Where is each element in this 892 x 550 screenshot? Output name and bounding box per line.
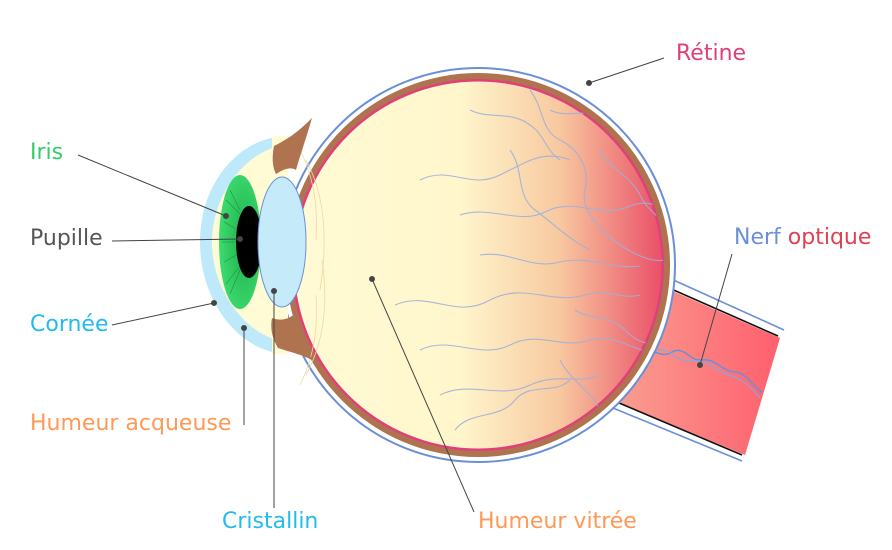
lens xyxy=(257,176,307,308)
label-cristallin: Cristallin xyxy=(222,509,319,534)
label-humeur-acqueuse: Humeur acqueuse xyxy=(30,411,232,436)
vitreous-body xyxy=(294,81,662,449)
label-iris: Iris xyxy=(30,140,64,165)
ciliary-body-bottom xyxy=(271,312,312,360)
label-pupille: Pupille xyxy=(30,226,103,251)
ciliary-zonules xyxy=(299,149,326,386)
label-optique: optique xyxy=(787,225,872,250)
leader-lines xyxy=(77,57,733,513)
pupil xyxy=(236,206,262,278)
label-humeur-vitree: Humeur vitrée xyxy=(478,509,637,534)
label-cornee: Cornée xyxy=(30,312,109,337)
label-nerf: Nerf xyxy=(734,225,781,250)
label-retine: Rétine xyxy=(676,41,747,66)
iris-striations xyxy=(222,189,241,295)
ciliary-body-top xyxy=(272,118,312,174)
label-nerf-optique: Nerf optique xyxy=(734,226,871,250)
